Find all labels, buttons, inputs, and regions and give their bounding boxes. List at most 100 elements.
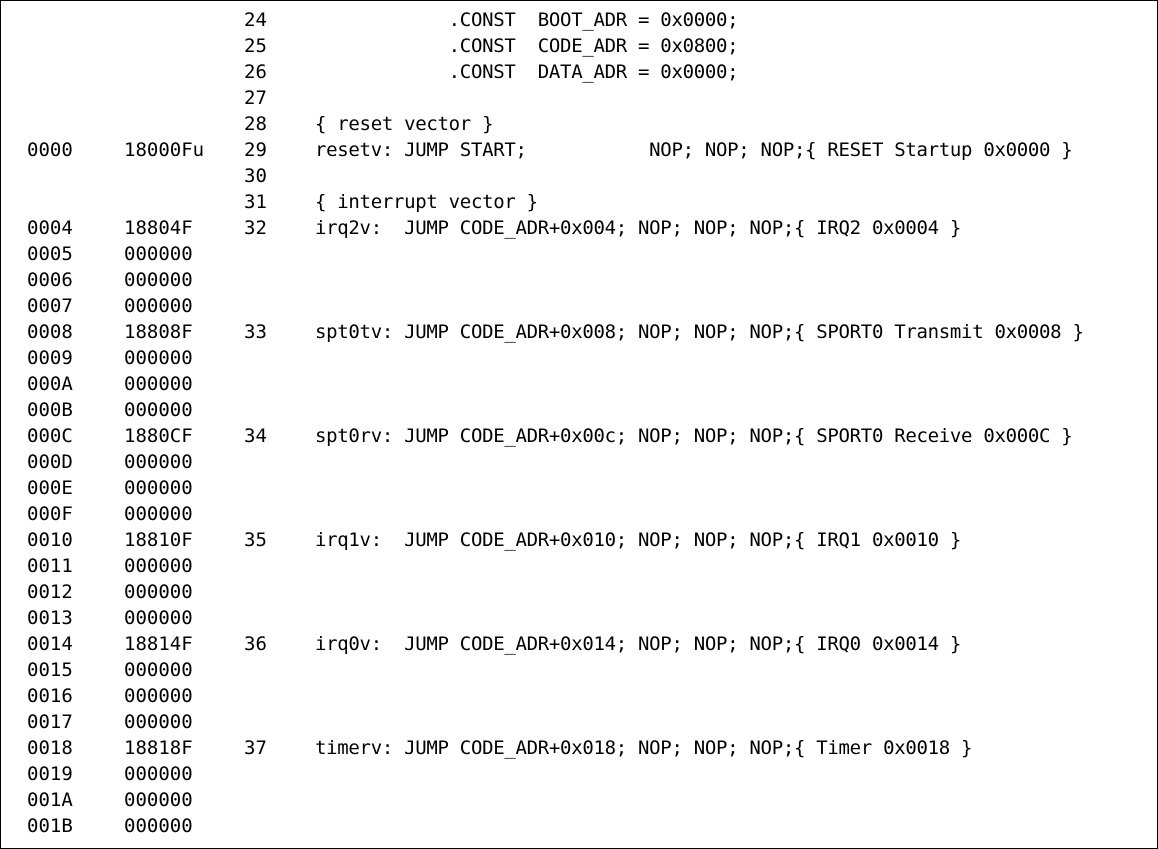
- opcode-cell: 000000: [124, 815, 193, 837]
- listing-row: 0007 000000: [1, 293, 1157, 319]
- address-cell: 0008: [27, 321, 73, 343]
- opcode-cell: 000000: [124, 243, 193, 265]
- listing-row: 000D 000000: [1, 449, 1157, 475]
- source-code-cell: spt0rv: JUMP CODE_ADR+0x00c; NOP; NOP; N…: [315, 425, 1073, 447]
- address-cell: 001A: [27, 789, 73, 811]
- address-cell: 0004: [27, 217, 73, 239]
- listing-row: 000E 000000: [1, 475, 1157, 501]
- address-cell: 000F: [27, 503, 73, 525]
- listing-row: 0017 000000: [1, 709, 1157, 735]
- address-cell: 0017: [27, 711, 73, 733]
- listing-row: 0004 18804F 32 irq2v: JUMP CODE_ADR+0x004; …: [1, 215, 1157, 241]
- line-number-cell: 36: [244, 633, 267, 655]
- source-code-cell: timerv: JUMP CODE_ADR+0x018; NOP; NOP; N…: [315, 737, 973, 759]
- address-cell: 0016: [27, 685, 73, 707]
- opcode-cell: 000000: [124, 685, 193, 707]
- line-number-cell: 34: [244, 425, 267, 447]
- address-cell: 000B: [27, 399, 73, 421]
- listing-row: 0013 000000: [1, 605, 1157, 631]
- source-code-cell: { interrupt vector }: [315, 191, 538, 213]
- listing-row: 000C 1880CF 34 spt0rv: JUMP CODE_ADR+0x00c;…: [1, 423, 1157, 449]
- listing-row: 001B 000000: [1, 813, 1157, 839]
- source-code-cell: irq2v: JUMP CODE_ADR+0x004; NOP; NOP; NO…: [315, 217, 962, 239]
- address-cell: 0011: [27, 555, 73, 577]
- listing-row: 000A 000000: [1, 371, 1157, 397]
- opcode-cell: 000000: [124, 295, 193, 317]
- opcode-cell: 000000: [124, 555, 193, 577]
- opcode-cell: 000000: [124, 451, 193, 473]
- address-cell: 0009: [27, 347, 73, 369]
- listing-row: 0016 000000: [1, 683, 1157, 709]
- opcode-cell: 000000: [124, 399, 193, 421]
- opcode-cell: 000000: [124, 581, 193, 603]
- address-cell: 000A: [27, 373, 73, 395]
- listing-row: 26 .CONST DATA_ADR = 0x0000;: [1, 59, 1157, 85]
- listing-row: 000B 000000: [1, 397, 1157, 423]
- line-number-cell: 27: [244, 87, 267, 109]
- opcode-cell: 1880CF: [124, 425, 193, 447]
- address-cell: 0000: [27, 139, 73, 161]
- listing-row: 0009 000000: [1, 345, 1157, 371]
- address-cell: 0010: [27, 529, 73, 551]
- address-cell: 0005: [27, 243, 73, 265]
- line-number-cell: 26: [244, 61, 267, 83]
- opcode-cell: 000000: [124, 711, 193, 733]
- listing-row: 0012 000000: [1, 579, 1157, 605]
- line-number-cell: 28: [244, 113, 267, 135]
- source-code-cell: irq0v: JUMP CODE_ADR+0x014; NOP; NOP; NO…: [315, 633, 962, 655]
- line-number-cell: 30: [244, 165, 267, 187]
- address-cell: 0007: [27, 295, 73, 317]
- address-cell: 0019: [27, 763, 73, 785]
- address-cell: 0018: [27, 737, 73, 759]
- source-code-cell: { reset vector }: [315, 113, 494, 135]
- source-code-cell: .CONST BOOT_ADR = 0x0000;: [315, 9, 739, 31]
- line-number-cell: 24: [244, 9, 267, 31]
- listing-row: 0019 000000: [1, 761, 1157, 787]
- opcode-cell: 000000: [124, 659, 193, 681]
- listing-row: 0011 000000: [1, 553, 1157, 579]
- line-number-cell: 31: [244, 191, 267, 213]
- opcode-cell: 18000Fu: [124, 139, 205, 161]
- listing-row: 25 .CONST CODE_ADR = 0x0800;: [1, 33, 1157, 59]
- source-code-cell: spt0tv: JUMP CODE_ADR+0x008; NOP; NOP; N…: [315, 321, 1084, 343]
- listing-row: 24 .CONST BOOT_ADR = 0x0000;: [1, 7, 1157, 33]
- opcode-cell: 000000: [124, 607, 193, 629]
- line-number-cell: 25: [244, 35, 267, 57]
- line-number-cell: 32: [244, 217, 267, 239]
- address-cell: 000C: [27, 425, 73, 447]
- address-cell: 0013: [27, 607, 73, 629]
- opcode-cell: 18810F: [124, 529, 193, 551]
- line-number-cell: 29: [244, 139, 267, 161]
- opcode-cell: 18804F: [124, 217, 193, 239]
- address-cell: 0015: [27, 659, 73, 681]
- listing-row: 0005 000000: [1, 241, 1157, 267]
- address-cell: 0006: [27, 269, 73, 291]
- address-cell: 000D: [27, 451, 73, 473]
- opcode-cell: 000000: [124, 347, 193, 369]
- opcode-cell: 000000: [124, 477, 193, 499]
- address-cell: 0012: [27, 581, 73, 603]
- listing-row: 28 { reset vector }: [1, 111, 1157, 137]
- source-code-cell: .CONST DATA_ADR = 0x0000;: [315, 61, 739, 83]
- line-number-cell: 33: [244, 321, 267, 343]
- line-number-cell: 37: [244, 737, 267, 759]
- listing-row: 0015 000000: [1, 657, 1157, 683]
- opcode-cell: 18814F: [124, 633, 193, 655]
- listing-row: 0010 18810F 35 irq1v: JUMP CODE_ADR+0x010; …: [1, 527, 1157, 553]
- opcode-cell: 000000: [124, 763, 193, 785]
- listing-row: 31 { interrupt vector }: [1, 189, 1157, 215]
- address-cell: 001B: [27, 815, 73, 837]
- listing-row: 27: [1, 85, 1157, 111]
- line-number-cell: 35: [244, 529, 267, 551]
- opcode-cell: 000000: [124, 373, 193, 395]
- source-code-cell: irq1v: JUMP CODE_ADR+0x010; NOP; NOP; NO…: [315, 529, 962, 551]
- address-cell: 000E: [27, 477, 73, 499]
